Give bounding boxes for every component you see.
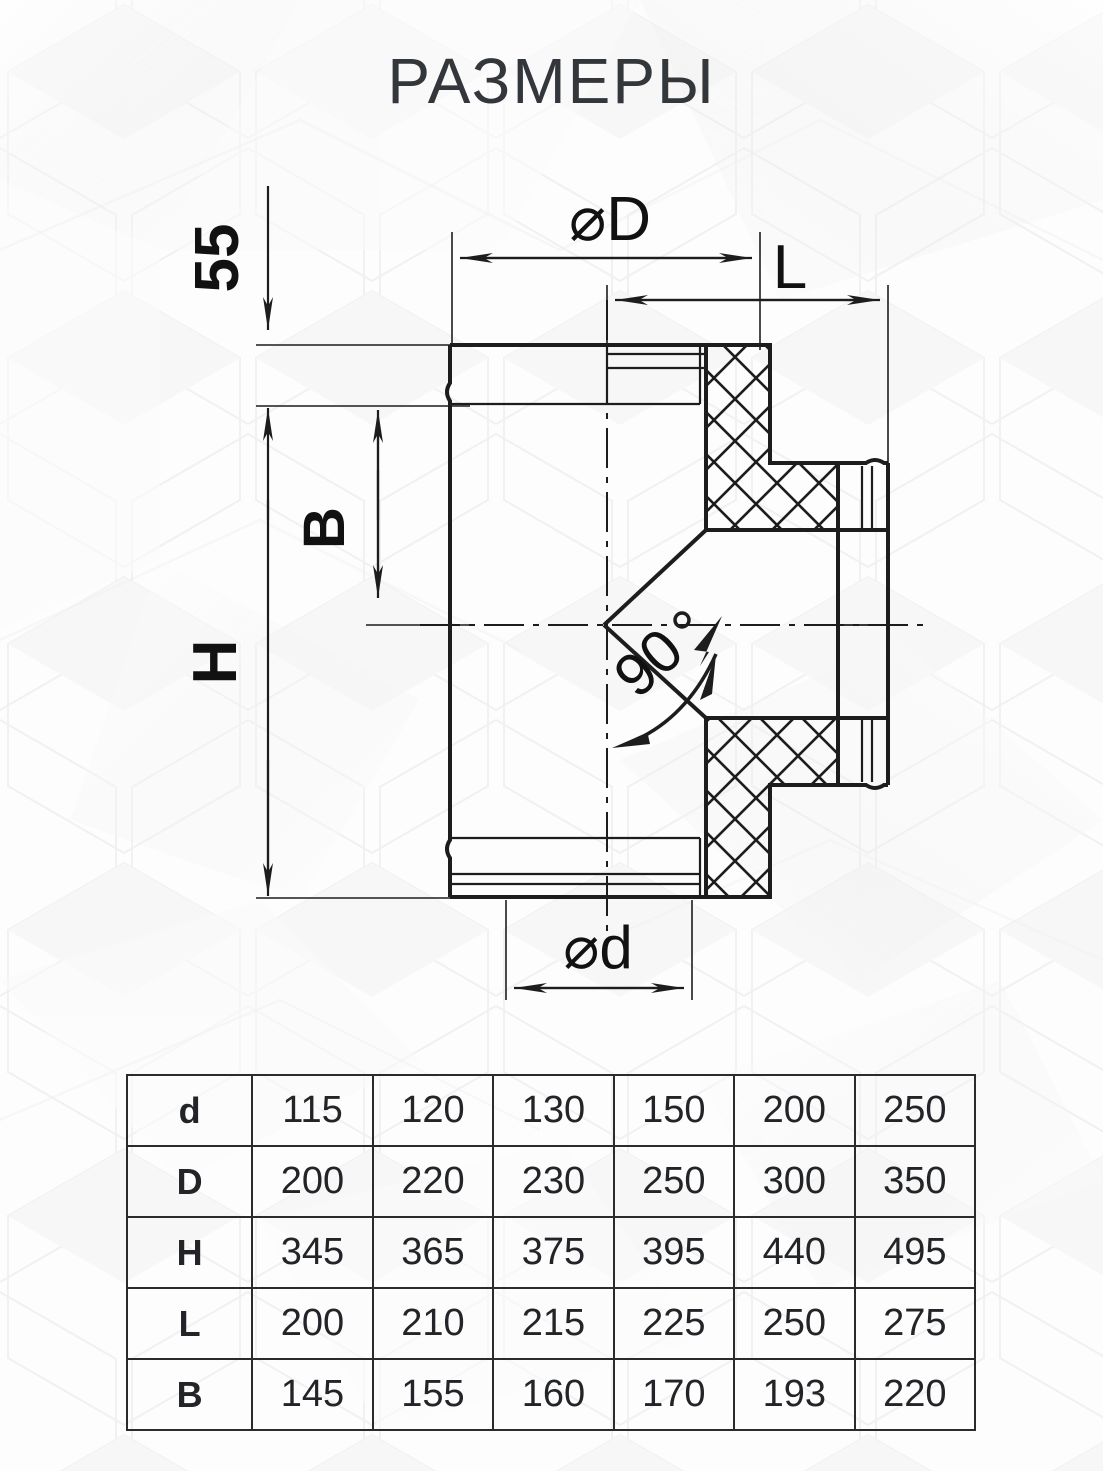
cell-H-1: 345 (251, 1216, 374, 1289)
cell-D-4: 250 (612, 1145, 736, 1218)
cell-H-2: 365 (371, 1216, 495, 1289)
row-label-L: L (125, 1287, 254, 1360)
cell-H-6: 495 (853, 1216, 977, 1289)
cell-d-1: 115 (251, 1074, 374, 1147)
branch-outlet-rim-lines (838, 466, 888, 782)
dimension-H (256, 405, 470, 899)
label-phi-d: ⌀d (563, 914, 633, 981)
cell-L-3: 215 (492, 1287, 615, 1360)
dimension-B (366, 410, 470, 626)
label-B: B (292, 507, 357, 549)
tee-body-outline (445, 343, 706, 899)
table-row: B 145 155 160 170 193 220 (125, 1358, 977, 1431)
cell-D-5: 300 (733, 1145, 856, 1218)
dimension-L (606, 285, 889, 470)
cell-d-3: 130 (492, 1074, 615, 1147)
table-row: L 200 210 215 225 250 275 (125, 1287, 977, 1360)
table-row: D 200 220 230 250 300 350 (125, 1145, 977, 1218)
cell-d-6: 250 (853, 1074, 977, 1147)
cell-d-4: 150 (612, 1074, 736, 1147)
cell-H-5: 440 (733, 1216, 856, 1289)
cell-d-2: 120 (371, 1074, 495, 1147)
angle-90-arrowheads (612, 611, 722, 748)
cell-B-4: 170 (612, 1358, 736, 1431)
cell-B-6: 220 (853, 1358, 977, 1431)
cell-D-6: 350 (853, 1145, 977, 1218)
label-phi-D: ⌀D (569, 185, 651, 254)
dimension-phi-d (505, 900, 693, 1000)
cell-L-6: 275 (853, 1287, 977, 1360)
dimension-phi-D (451, 232, 761, 350)
cell-B-2: 155 (371, 1358, 495, 1431)
cell-d-5: 200 (733, 1074, 856, 1147)
top-spigot-detail (605, 345, 706, 404)
table-row: H 345 365 375 395 440 495 (125, 1216, 977, 1289)
label-H: H (181, 640, 250, 685)
page-title: РАЗМЕРЫ (387, 45, 716, 117)
row-label-B: B (125, 1358, 254, 1431)
row-label-d: d (125, 1074, 254, 1147)
label-L: L (773, 233, 807, 302)
cell-B-3: 160 (492, 1358, 615, 1431)
row-label-H: H (125, 1216, 254, 1289)
dimensions-table: d 115 120 130 150 200 250 D 200 220 230 … (125, 1074, 977, 1431)
cell-L-5: 250 (733, 1287, 856, 1360)
dimension-55 (256, 186, 470, 346)
cell-L-1: 200 (251, 1287, 374, 1360)
label-55: 55 (183, 224, 252, 293)
cell-B-1: 145 (251, 1358, 374, 1431)
cell-D-1: 200 (251, 1145, 374, 1218)
cell-D-2: 220 (371, 1145, 495, 1218)
tee-body-inner-lines (450, 402, 700, 886)
cell-D-3: 230 (492, 1145, 615, 1218)
cell-B-5: 193 (733, 1358, 856, 1431)
cell-H-4: 395 (612, 1216, 736, 1289)
insulation-block-bottom (704, 716, 840, 899)
cell-L-2: 210 (371, 1287, 495, 1360)
row-label-D: D (125, 1145, 254, 1218)
table-row: d 115 120 130 150 200 250 (125, 1074, 977, 1147)
cell-L-4: 225 (612, 1287, 736, 1360)
insulation-block-top (704, 343, 840, 532)
branch-throat-chamfer (602, 528, 708, 720)
cell-H-3: 375 (492, 1216, 615, 1289)
